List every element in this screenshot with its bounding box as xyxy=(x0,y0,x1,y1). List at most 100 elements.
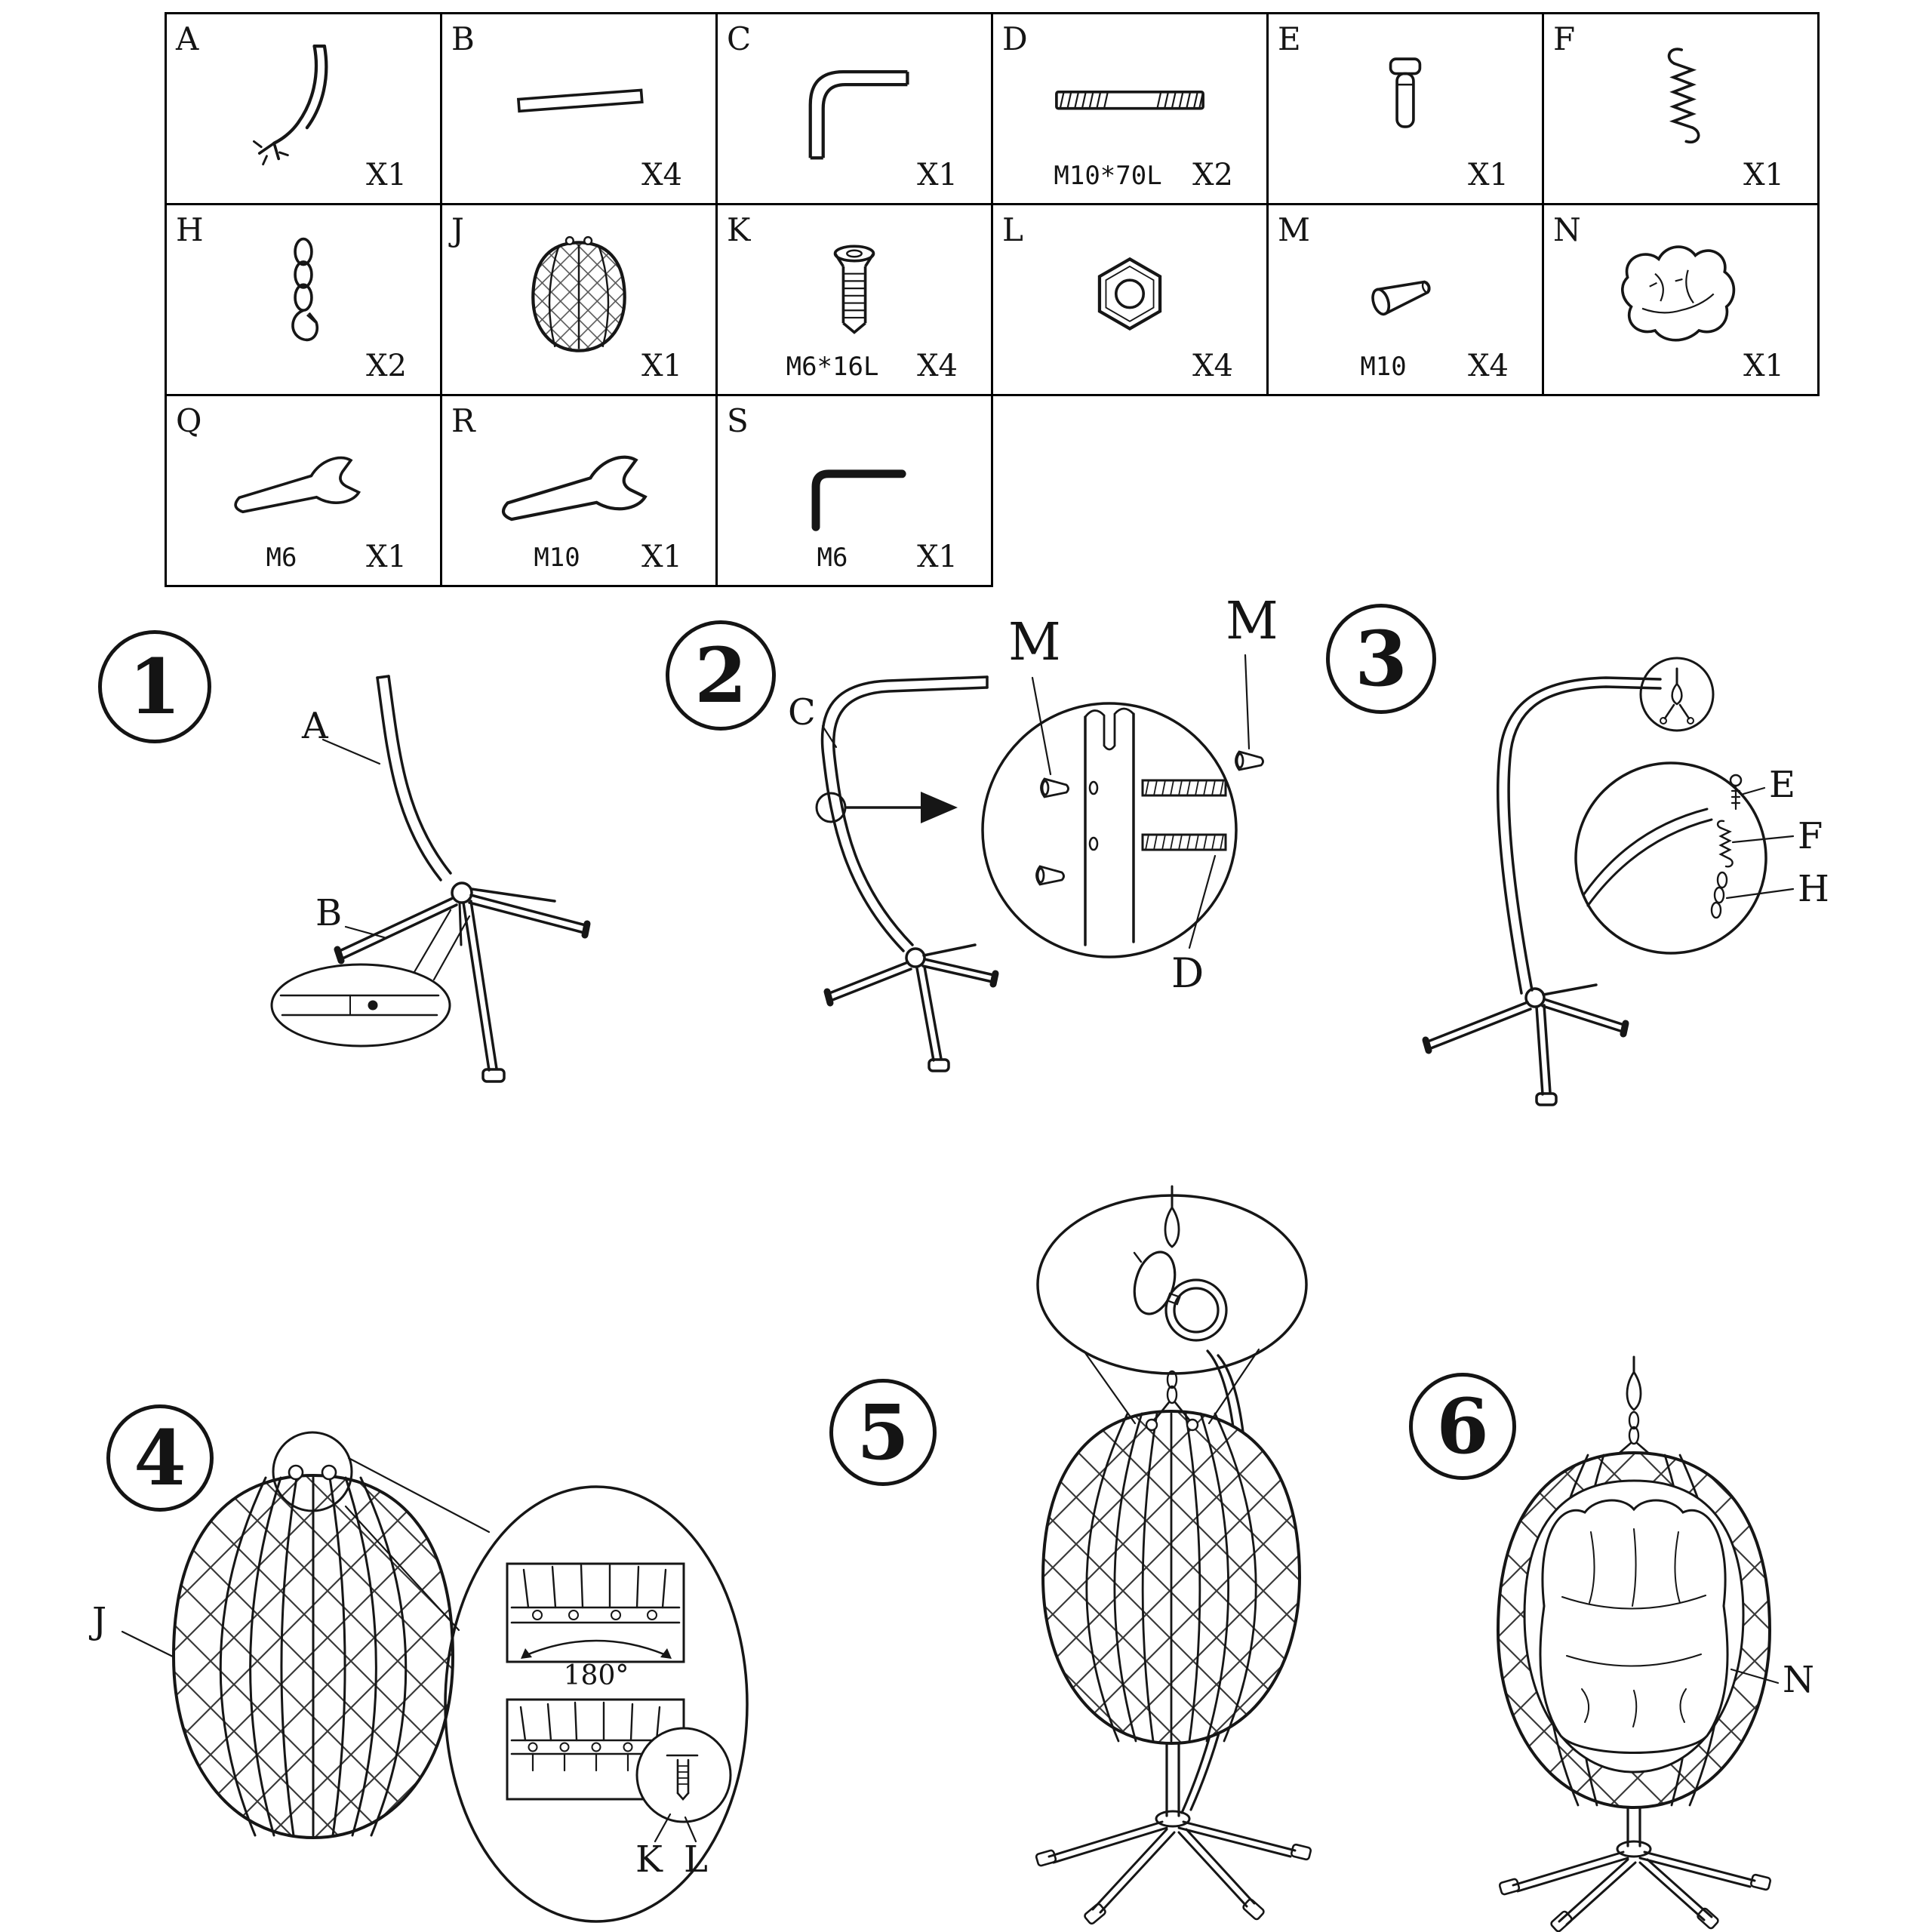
part-spec: M10*70L xyxy=(1054,161,1162,191)
part-letter: D xyxy=(1002,20,1028,57)
part-cell-c: C X1 xyxy=(715,12,993,205)
step-4-badge: 4 xyxy=(106,1404,214,1512)
countersunk-screw-icon xyxy=(833,245,875,334)
part-cell-a: A X1 xyxy=(165,12,442,205)
part-letter: L xyxy=(1002,211,1023,248)
threaded-rod-icon xyxy=(1055,91,1204,110)
callout-label-m-right: M xyxy=(1226,592,1278,651)
part-qty: X1 xyxy=(366,158,407,192)
part-qty: X2 xyxy=(1192,158,1233,192)
callout-label-d: D xyxy=(1171,949,1204,997)
part-qty: X2 xyxy=(366,349,407,383)
egg-basket-icon xyxy=(531,235,626,352)
cushion-icon xyxy=(1621,245,1736,342)
part-cell-r: R M10 X1 xyxy=(440,394,718,587)
step4-drawing xyxy=(121,1431,749,1923)
step-6-number: 6 xyxy=(1436,1382,1489,1471)
parts-row-3: Q M6 X1 R M10 X1 S M6 xyxy=(165,394,1819,587)
part-letter: Q xyxy=(176,402,202,439)
allen-key-icon xyxy=(811,469,906,531)
part-spec: M10 xyxy=(534,543,580,573)
wrench-m10-icon xyxy=(501,455,648,521)
part-qty: X1 xyxy=(1743,158,1784,192)
step3-drawing xyxy=(1422,657,1795,1106)
cone-nut-icon xyxy=(1371,280,1431,316)
extension-spring-icon xyxy=(1667,48,1700,144)
part-spec: M6*16L xyxy=(786,352,879,382)
step-5-badge: 5 xyxy=(829,1379,937,1486)
part-cell-m: M M10 X4 xyxy=(1266,203,1544,396)
step1-drawing xyxy=(270,675,591,1083)
step-6-badge: 6 xyxy=(1409,1373,1516,1480)
part-spec: M6 xyxy=(266,543,297,573)
callout-label-j: J xyxy=(92,1600,107,1642)
part-letter: R xyxy=(451,402,475,439)
part-letter: E xyxy=(1278,20,1301,57)
callout-label-c: C xyxy=(788,691,816,734)
step-1-number: 1 xyxy=(128,642,181,731)
callout-label-angle: 180° xyxy=(563,1660,629,1691)
part-letter: N xyxy=(1553,211,1581,248)
step-5-number: 5 xyxy=(857,1388,909,1477)
part-letter: B xyxy=(451,20,475,57)
chain-with-hook-icon xyxy=(291,237,318,342)
callout-label-b: B xyxy=(315,892,343,934)
parts-row-2: H X2 J xyxy=(165,203,1820,396)
part-letter: K xyxy=(727,211,751,248)
hook-pole-icon xyxy=(252,45,328,166)
wrench-m6-icon xyxy=(234,456,361,514)
step5-drawing xyxy=(1035,1185,1312,1925)
callout-label-m-left: M xyxy=(1008,613,1061,672)
part-cell-h: H X2 xyxy=(165,203,442,396)
part-letter: S xyxy=(727,402,749,439)
step-1-badge: 1 xyxy=(98,630,211,743)
part-cell-e: E X1 xyxy=(1266,12,1544,205)
part-qty: X1 xyxy=(1468,158,1509,192)
part-qty: X1 xyxy=(641,540,682,574)
step6-drawing xyxy=(1496,1355,1780,1932)
part-qty: X4 xyxy=(1192,349,1233,383)
part-cell-f: F X1 xyxy=(1542,12,1820,205)
pin-bolt-icon xyxy=(1389,57,1422,128)
part-cell-d: D M10*70L X2 xyxy=(991,12,1269,205)
part-cell-n: N X1 xyxy=(1542,203,1820,396)
step-3-number: 3 xyxy=(1355,614,1407,703)
parts-row-1: A X1 B X4 xyxy=(165,12,1820,205)
part-letter: A xyxy=(176,20,199,57)
hex-nut-icon xyxy=(1097,257,1162,331)
part-qty: X1 xyxy=(1743,349,1784,383)
parts-table: A X1 B X4 xyxy=(165,12,1820,587)
part-cell-k: K M6*16L X4 xyxy=(715,203,993,396)
part-qty: X1 xyxy=(917,158,958,192)
callout-label-e: E xyxy=(1769,764,1796,806)
part-letter: F xyxy=(1553,20,1576,57)
part-cell-j: J xyxy=(440,203,718,396)
step-2-number: 2 xyxy=(694,631,747,720)
part-spec: M10 xyxy=(1360,352,1407,382)
step-4-number: 4 xyxy=(134,1414,186,1503)
step-2-badge: 2 xyxy=(666,620,776,731)
callout-label-h: H xyxy=(1798,868,1829,910)
part-cell-s: S M6 X1 xyxy=(715,394,993,587)
callout-label-f: F xyxy=(1798,815,1823,857)
curved-pole-icon xyxy=(808,70,909,160)
callout-label-a: A xyxy=(302,705,328,747)
part-qty: X4 xyxy=(917,349,958,383)
part-letter: C xyxy=(727,20,752,57)
callout-label-l: L xyxy=(684,1838,708,1881)
part-letter: J xyxy=(451,211,464,248)
part-qty: X4 xyxy=(641,158,682,192)
part-qty: X1 xyxy=(641,349,682,383)
part-letter: M xyxy=(1278,211,1311,248)
straight-tube-icon xyxy=(516,88,644,113)
callout-label-k: K xyxy=(635,1838,663,1881)
part-qty: X1 xyxy=(917,540,958,574)
cone-nuts xyxy=(1035,750,1264,886)
part-cell-l: L X4 xyxy=(991,203,1269,396)
part-cell-q: Q M6 X1 xyxy=(165,394,442,587)
part-qty: X1 xyxy=(366,540,407,574)
part-qty: X4 xyxy=(1468,349,1509,383)
part-letter: H xyxy=(176,211,204,248)
